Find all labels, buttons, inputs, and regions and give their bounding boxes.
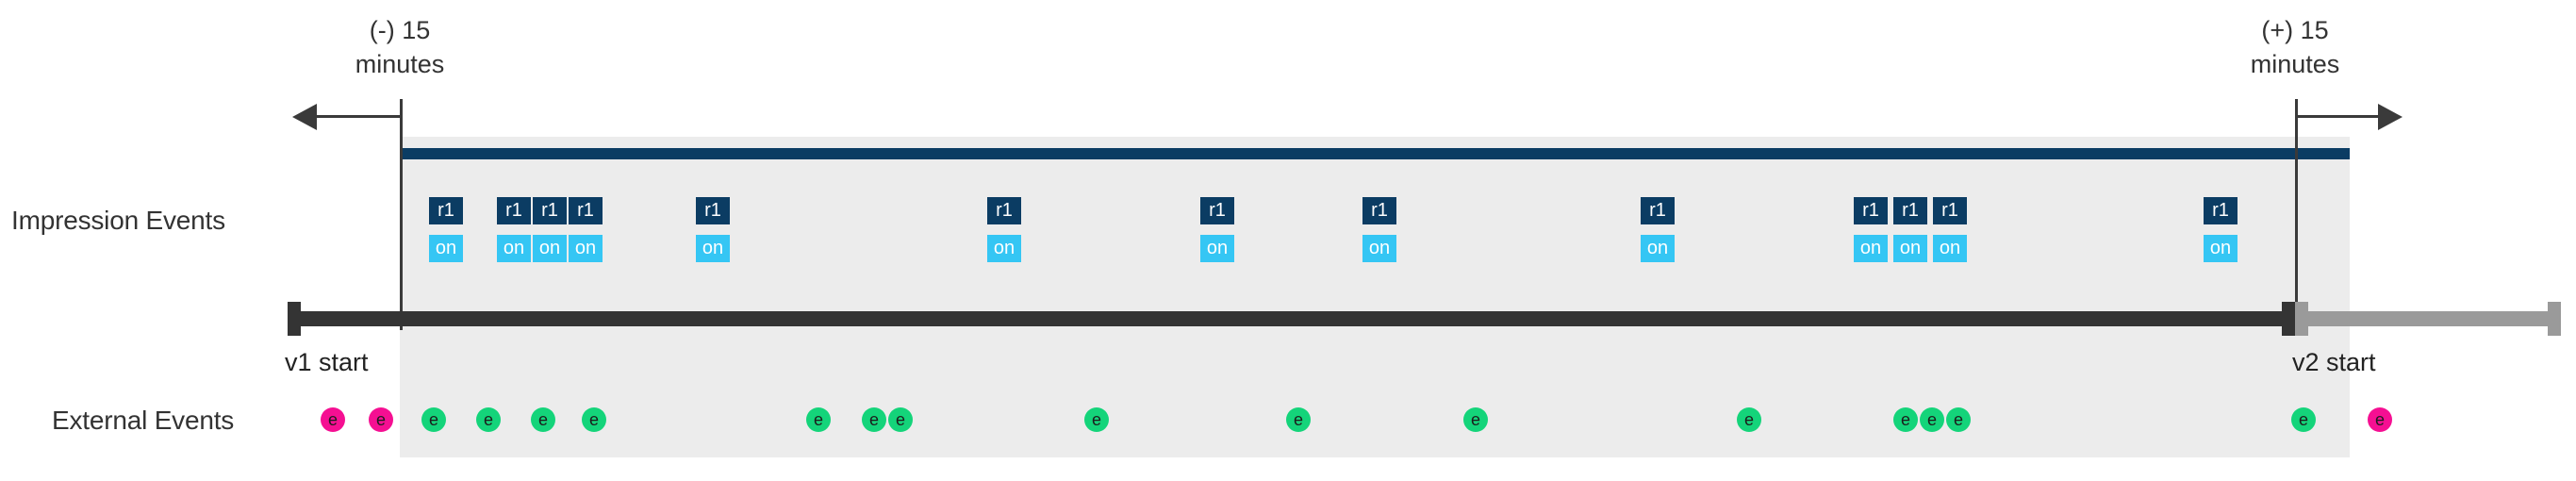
impression-variant-chip: on — [987, 235, 1021, 262]
external-event-dot: e — [862, 407, 886, 432]
boundary-arrow-shaft-right — [2295, 115, 2382, 118]
impression-variant-chip: on — [1362, 235, 1396, 262]
impression-variant-chip: on — [429, 235, 463, 262]
external-event-dot: e — [531, 407, 555, 432]
impression-request-chip: r1 — [1933, 197, 1967, 224]
timeline-end-cap-v1 — [2282, 302, 2295, 336]
boundary-annotation-left: (-) 15 minutes — [287, 13, 513, 81]
boundary-right-line1: (+) 15 — [2261, 16, 2329, 44]
attribution-window-band — [400, 137, 2350, 457]
impression-variant-chip: on — [1893, 235, 1927, 262]
impression-variant-chip: on — [497, 235, 531, 262]
external-event-dot: e — [1084, 407, 1109, 432]
impression-request-chip: r1 — [429, 197, 463, 224]
impression-variant-chip: on — [1200, 235, 1234, 262]
impression-request-chip: r1 — [497, 197, 531, 224]
boundary-annotation-right: (+) 15 minutes — [2182, 13, 2408, 81]
impression-request-chip: r1 — [533, 197, 567, 224]
impression-request-chip: r1 — [1362, 197, 1396, 224]
timeline-bar-v2 — [2295, 311, 2561, 326]
timeline-bar-v1 — [288, 311, 2295, 326]
impression-request-chip: r1 — [569, 197, 603, 224]
timeline-start-cap-v2 — [2295, 302, 2308, 336]
version-active-bar — [400, 148, 2350, 159]
impression-request-chip: r1 — [1200, 197, 1234, 224]
external-event-dot: e — [2368, 407, 2392, 432]
impression-variant-chip: on — [533, 235, 567, 262]
external-event-dot: e — [421, 407, 446, 432]
external-event-dot: e — [806, 407, 831, 432]
timeline-start-label-v2: v2 start — [2292, 348, 2376, 376]
boundary-left-line1: (-) 15 — [369, 16, 431, 44]
external-event-dot: e — [1463, 407, 1488, 432]
external-event-dot: e — [888, 407, 913, 432]
impression-request-chip: r1 — [1854, 197, 1888, 224]
arrow-left-icon — [292, 104, 317, 130]
external-event-dot: e — [321, 407, 345, 432]
external-event-dot: e — [1893, 407, 1918, 432]
impression-variant-chip: on — [696, 235, 730, 262]
timeline-start-label-v1: v1 start — [285, 348, 369, 376]
arrow-right-icon — [2378, 104, 2403, 130]
impression-request-chip: r1 — [696, 197, 730, 224]
impression-variant-chip: on — [1854, 235, 1888, 262]
external-event-dot: e — [582, 407, 606, 432]
impression-request-chip: r1 — [2204, 197, 2237, 224]
timeline-start-cap-v1 — [288, 302, 301, 336]
boundary-right-line2: minutes — [2250, 50, 2340, 78]
window-edge-line-left — [400, 99, 403, 330]
impression-events-label: Impression Events — [11, 206, 225, 235]
external-events-label: External Events — [52, 406, 235, 435]
impression-variant-chip: on — [2204, 235, 2237, 262]
external-event-dot: e — [1737, 407, 1761, 432]
impression-request-chip: r1 — [1893, 197, 1927, 224]
external-event-dot: e — [1946, 407, 1971, 432]
window-edge-line-right — [2295, 99, 2298, 330]
external-event-dot: e — [476, 407, 501, 432]
external-event-dot: e — [1920, 407, 1944, 432]
boundary-arrow-shaft-left — [315, 115, 402, 118]
impression-request-chip: r1 — [1641, 197, 1675, 224]
impression-variant-chip: on — [1933, 235, 1967, 262]
impression-variant-chip: on — [569, 235, 603, 262]
external-event-dot: e — [2291, 407, 2316, 432]
impression-variant-chip: on — [1641, 235, 1675, 262]
external-event-dot: e — [369, 407, 393, 432]
impression-request-chip: r1 — [987, 197, 1021, 224]
external-event-dot: e — [1286, 407, 1311, 432]
boundary-left-line2: minutes — [355, 50, 445, 78]
timeline-end-cap-v2 — [2548, 302, 2561, 336]
